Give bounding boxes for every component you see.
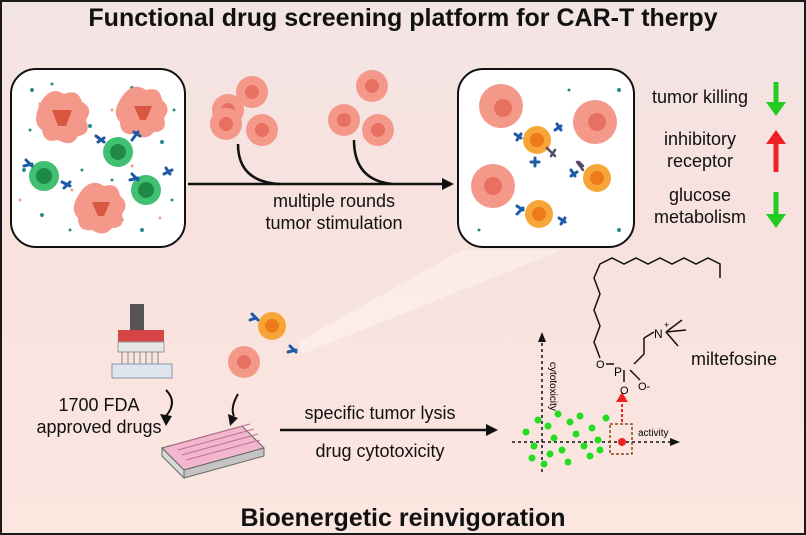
antibody-icon xyxy=(162,166,174,176)
antibody-icon xyxy=(94,134,106,144)
scatter-point xyxy=(572,430,580,438)
antibody-icon xyxy=(130,130,142,142)
assay-label-line2: drug cytotoxicity xyxy=(315,441,445,461)
figure-title: Functional drug screening platform for C… xyxy=(88,4,718,32)
car-t-cell xyxy=(523,126,551,154)
exhausted-cart-panel xyxy=(457,68,635,248)
hit-highlight-box xyxy=(609,423,633,455)
arrow-down-icon xyxy=(766,192,786,228)
scatter-ylabel: cytotoxicity xyxy=(547,362,558,411)
atom-p: P xyxy=(614,365,622,379)
tumor-coculture-illustration xyxy=(18,82,176,234)
well-plate-icon xyxy=(161,423,265,480)
effect-glucose-line2: metabolism xyxy=(653,207,747,227)
antibody-icon xyxy=(60,180,72,190)
scatter-point xyxy=(530,442,538,450)
scatter-point xyxy=(534,416,542,424)
antibody-icon xyxy=(22,158,34,168)
scatter-point xyxy=(554,410,562,418)
scatter-point xyxy=(566,418,574,426)
assay-label-line1: specific tumor lysis xyxy=(304,403,456,423)
effect-tumor-killing: tumor killing xyxy=(651,87,749,107)
effect-inhibitory-line1: inhibitory xyxy=(663,129,737,149)
t-cell xyxy=(29,161,59,191)
tumor-cell xyxy=(115,86,168,138)
tumor-cell-group xyxy=(328,70,394,146)
antibody-icon xyxy=(128,172,140,182)
effect-glucose-line1: glucose xyxy=(668,185,732,205)
tumor-coculture-panel xyxy=(10,68,186,248)
car-t-cell xyxy=(525,200,553,228)
tumor-cell xyxy=(471,164,515,208)
stimulation-label-line1: multiple rounds xyxy=(272,191,396,211)
atom-o-left: O xyxy=(596,359,605,371)
scatter-point xyxy=(550,434,558,442)
tumor-cell xyxy=(228,346,260,378)
effect-inhibitory-line2: receptor xyxy=(666,151,734,171)
scatter-point xyxy=(586,452,594,460)
scatter-xlabel: activity xyxy=(638,428,669,439)
stimulation-label-line2: tumor stimulation xyxy=(265,213,403,233)
t-cell xyxy=(131,175,161,205)
tumor-cell xyxy=(573,100,617,144)
car-t-cell xyxy=(258,312,286,340)
exhausted-cart-illustration xyxy=(471,84,621,232)
t-cell xyxy=(103,137,133,167)
car-t-cell xyxy=(583,164,611,192)
arrow-down-icon xyxy=(766,82,786,116)
hit-point xyxy=(618,438,626,446)
drugs-label-line2: approved drugs xyxy=(36,417,162,437)
atom-n-charge: + xyxy=(664,320,669,330)
arrow-up-icon xyxy=(766,130,786,172)
tumor-cell xyxy=(73,182,126,234)
scatter-point xyxy=(580,442,588,450)
scatter-point xyxy=(544,422,552,430)
atom-o-bottom: O xyxy=(620,385,629,397)
compound-name: miltefosine xyxy=(690,349,778,369)
scatter-point xyxy=(594,436,602,444)
tumor-cell-group xyxy=(210,76,278,146)
dispenser-icon xyxy=(111,304,173,379)
hit-up-arrow xyxy=(616,392,628,422)
atom-o-minus: O- xyxy=(638,381,651,393)
drugs-label-line1: 1700 FDA xyxy=(58,395,140,415)
tumor-cell xyxy=(479,84,523,128)
scatter-point xyxy=(522,428,530,436)
scatter-point xyxy=(596,446,604,454)
atom-n: N xyxy=(654,327,663,341)
scatter-point xyxy=(546,450,554,458)
figure-footer: Bioenergetic reinvigoration xyxy=(240,504,566,532)
scatter-point xyxy=(558,446,566,454)
scatter-point xyxy=(540,460,548,468)
scatter-point xyxy=(602,414,610,422)
scatter-point xyxy=(588,424,596,432)
scatter-point xyxy=(528,454,536,462)
scatter-point xyxy=(576,412,584,420)
scatter-point xyxy=(564,458,572,466)
tumor-cell xyxy=(36,91,90,144)
